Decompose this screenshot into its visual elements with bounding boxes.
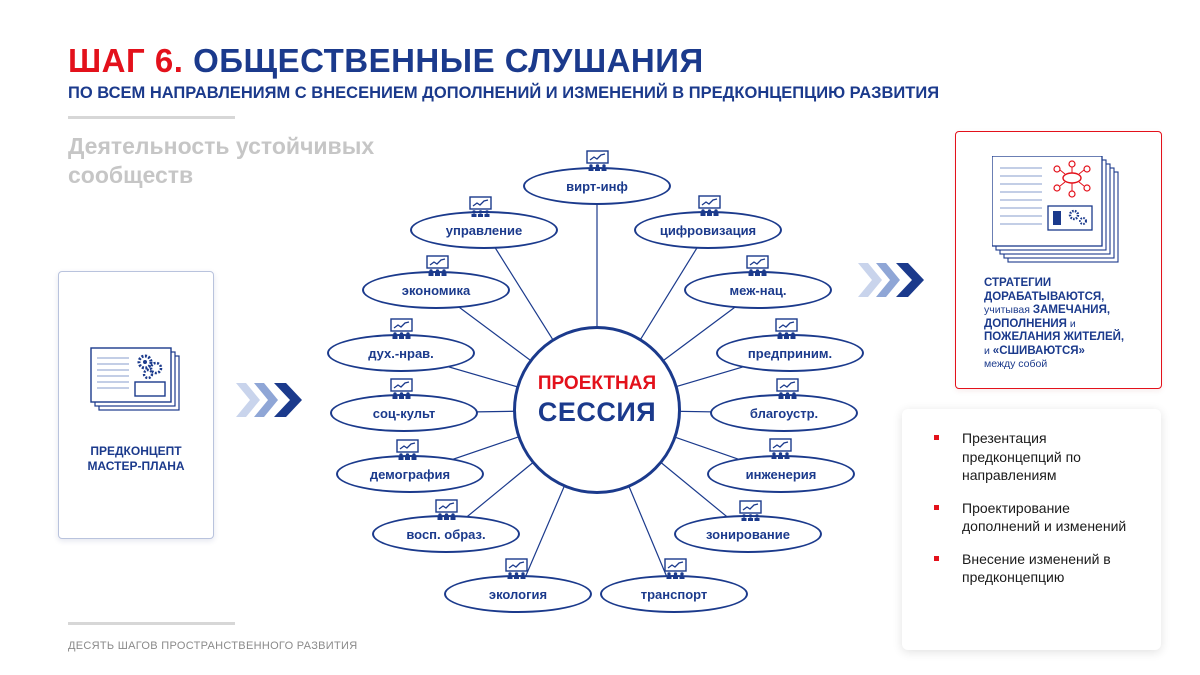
topic-node: дух.-нрав.	[327, 334, 475, 372]
project-session-circle: ПРОЕКТНАЯ СЕССИЯ	[513, 326, 681, 494]
topic-node-label: вирт-инф	[566, 178, 628, 194]
bullet-icon	[934, 435, 939, 440]
topic-node: меж-нац.	[684, 271, 832, 309]
list-item: Презентация предконцепций по направления…	[934, 429, 1149, 485]
strategies-line1: СТРАТЕГИИ	[984, 277, 1052, 289]
presentation-board-icon	[768, 437, 792, 459]
strategies-panel: СТРАТЕГИИ ДОРАБАТЫВАЮТСЯ, учитывая ЗАМЕЧ…	[955, 131, 1162, 389]
topic-node-label: демография	[369, 466, 451, 482]
strategies-line6-a: и	[984, 344, 993, 357]
topic-node-label: транспорт	[640, 586, 708, 602]
presentation-board-icon	[395, 438, 419, 460]
pre-concept-panel: ПРЕДКОНЦЕПТ МАСТЕР-ПЛАНА	[58, 271, 214, 539]
steps-list-panel: Презентация предконцепций по направления…	[902, 409, 1161, 650]
topic-node: благоустр.	[710, 394, 858, 432]
topic-node-label: экология	[488, 586, 548, 602]
presentation-board-icon	[663, 557, 687, 579]
presentation-board-icon	[775, 377, 799, 399]
pre-concept-caption: ПРЕДКОНЦЕПТ МАСТЕР-ПЛАНА	[59, 444, 213, 474]
section-label: Деятельность устойчивых сообществ	[68, 133, 375, 188]
chevron-arrows-icon	[858, 263, 924, 297]
list-item-text: Презентация предконцепций по направления…	[962, 430, 1081, 483]
slide-subtitle: ПО ВСЕМ НАПРАВЛЕНИЯМ С ВНЕСЕНИЕМ ДОПОЛНЕ…	[68, 84, 940, 102]
topic-node: вирт-инф	[523, 167, 671, 205]
presentation-board-icon	[389, 317, 413, 339]
strategies-line2: ДОРАБАТЫВАЮТСЯ,	[984, 290, 1105, 303]
topic-node-label: соц-культ	[372, 405, 436, 421]
list-item: Проектирование дополнений и изменений	[934, 499, 1149, 536]
strategies-line7: между собой	[984, 358, 1048, 370]
strategies-line3-a: учитывая	[984, 304, 1033, 316]
strategies-line6-b: «СШИВАЮТСЯ»	[992, 344, 1085, 357]
topic-node: восп. образ.	[372, 515, 520, 553]
strategies-text: СТРАТЕГИИ ДОРАБАТЫВАЮТСЯ, учитывая ЗАМЕЧ…	[984, 277, 1156, 372]
footer-text: ДЕСЯТЬ ШАГОВ ПРОСТРАНСТВЕННОГО РАЗВИТИЯ	[68, 640, 358, 652]
topic-node: управление	[410, 211, 558, 249]
strategies-line4-b: и	[1066, 317, 1076, 330]
presentation-board-icon	[697, 194, 721, 216]
topic-node-label: благоустр.	[749, 405, 819, 421]
presentation-board-icon	[468, 195, 492, 217]
topic-node: экономика	[362, 271, 510, 309]
pre-concept-caption-line2: МАСТЕР-ПЛАНА	[87, 459, 185, 473]
topic-node: цифровизация	[634, 211, 782, 249]
pre-concept-caption-line1: ПРЕДКОНЦЕПТ	[90, 444, 182, 458]
presentation-board-icon	[425, 254, 449, 276]
document-stack-icon	[992, 156, 1119, 263]
topic-node-label: зонирование	[706, 526, 790, 542]
steps-list: Презентация предконцепций по направления…	[934, 429, 1149, 601]
title-step: ШАГ 6.	[68, 42, 184, 79]
presentation-board-icon	[504, 557, 528, 579]
list-item-text: Проектирование дополнений и изменений	[962, 499, 1127, 535]
topic-node-label: экономика	[401, 282, 471, 298]
topic-node-label: управление	[445, 222, 523, 238]
topic-node-label: восп. образ.	[406, 526, 486, 542]
topic-node: транспорт	[600, 575, 748, 613]
topic-node-label: инженерия	[745, 466, 817, 482]
strategies-line4: ДОПОЛНЕНИЯ и	[984, 318, 1156, 332]
topic-node: демография	[336, 455, 484, 493]
presentation-board-icon	[774, 317, 798, 339]
topic-node-label: предприним.	[747, 345, 833, 361]
chevron-arrows-icon	[236, 383, 302, 417]
topic-node: инженерия	[707, 455, 855, 493]
strategies-line4-a: ДОПОЛНЕНИЯ	[984, 317, 1067, 330]
footer-divider	[68, 622, 235, 625]
topic-node-label: меж-нац.	[729, 282, 787, 298]
strategies-line5: ПОЖЕЛАНИЯ ЖИТЕЛЕЙ,	[984, 331, 1125, 343]
topic-node: экология	[444, 575, 592, 613]
bullet-icon	[934, 504, 939, 510]
title-main: ОБЩЕСТВЕННЫЕ СЛУШАНИЯ	[193, 42, 704, 79]
slide-title: ШАГ 6. ОБЩЕСТВЕННЫЕ СЛУШАНИЯ	[68, 42, 704, 80]
topic-node-label: цифровизация	[659, 222, 757, 238]
list-item-text: Внесение изменений в предконцепцию	[962, 550, 1111, 586]
topic-node: соц-культ	[330, 394, 478, 432]
presentation-board-icon	[585, 149, 609, 171]
strategies-line3: учитывая ЗАМЕЧАНИЯ,	[984, 304, 1156, 318]
center-label-line1: ПРОЕКТНАЯ	[537, 373, 657, 394]
presentation-board-icon	[389, 377, 413, 399]
topic-node: предприним.	[716, 334, 864, 372]
document-stack-icon	[90, 347, 180, 411]
presentation-board-icon	[745, 254, 769, 276]
list-item: Внесение изменений в предконцепцию	[934, 550, 1149, 587]
topic-node-label: дух.-нрав.	[368, 345, 434, 361]
center-label-line2: СЕССИЯ	[537, 397, 657, 427]
strategies-line3-b: ЗАМЕЧАНИЯ,	[1032, 304, 1111, 316]
strategies-line6: и «СШИВАЮТСЯ»	[984, 345, 1156, 359]
bullet-icon	[934, 555, 939, 561]
presentation-board-icon	[738, 499, 762, 521]
topic-node: зонирование	[674, 515, 822, 553]
presentation-board-icon	[434, 498, 458, 520]
header-divider	[68, 116, 235, 119]
